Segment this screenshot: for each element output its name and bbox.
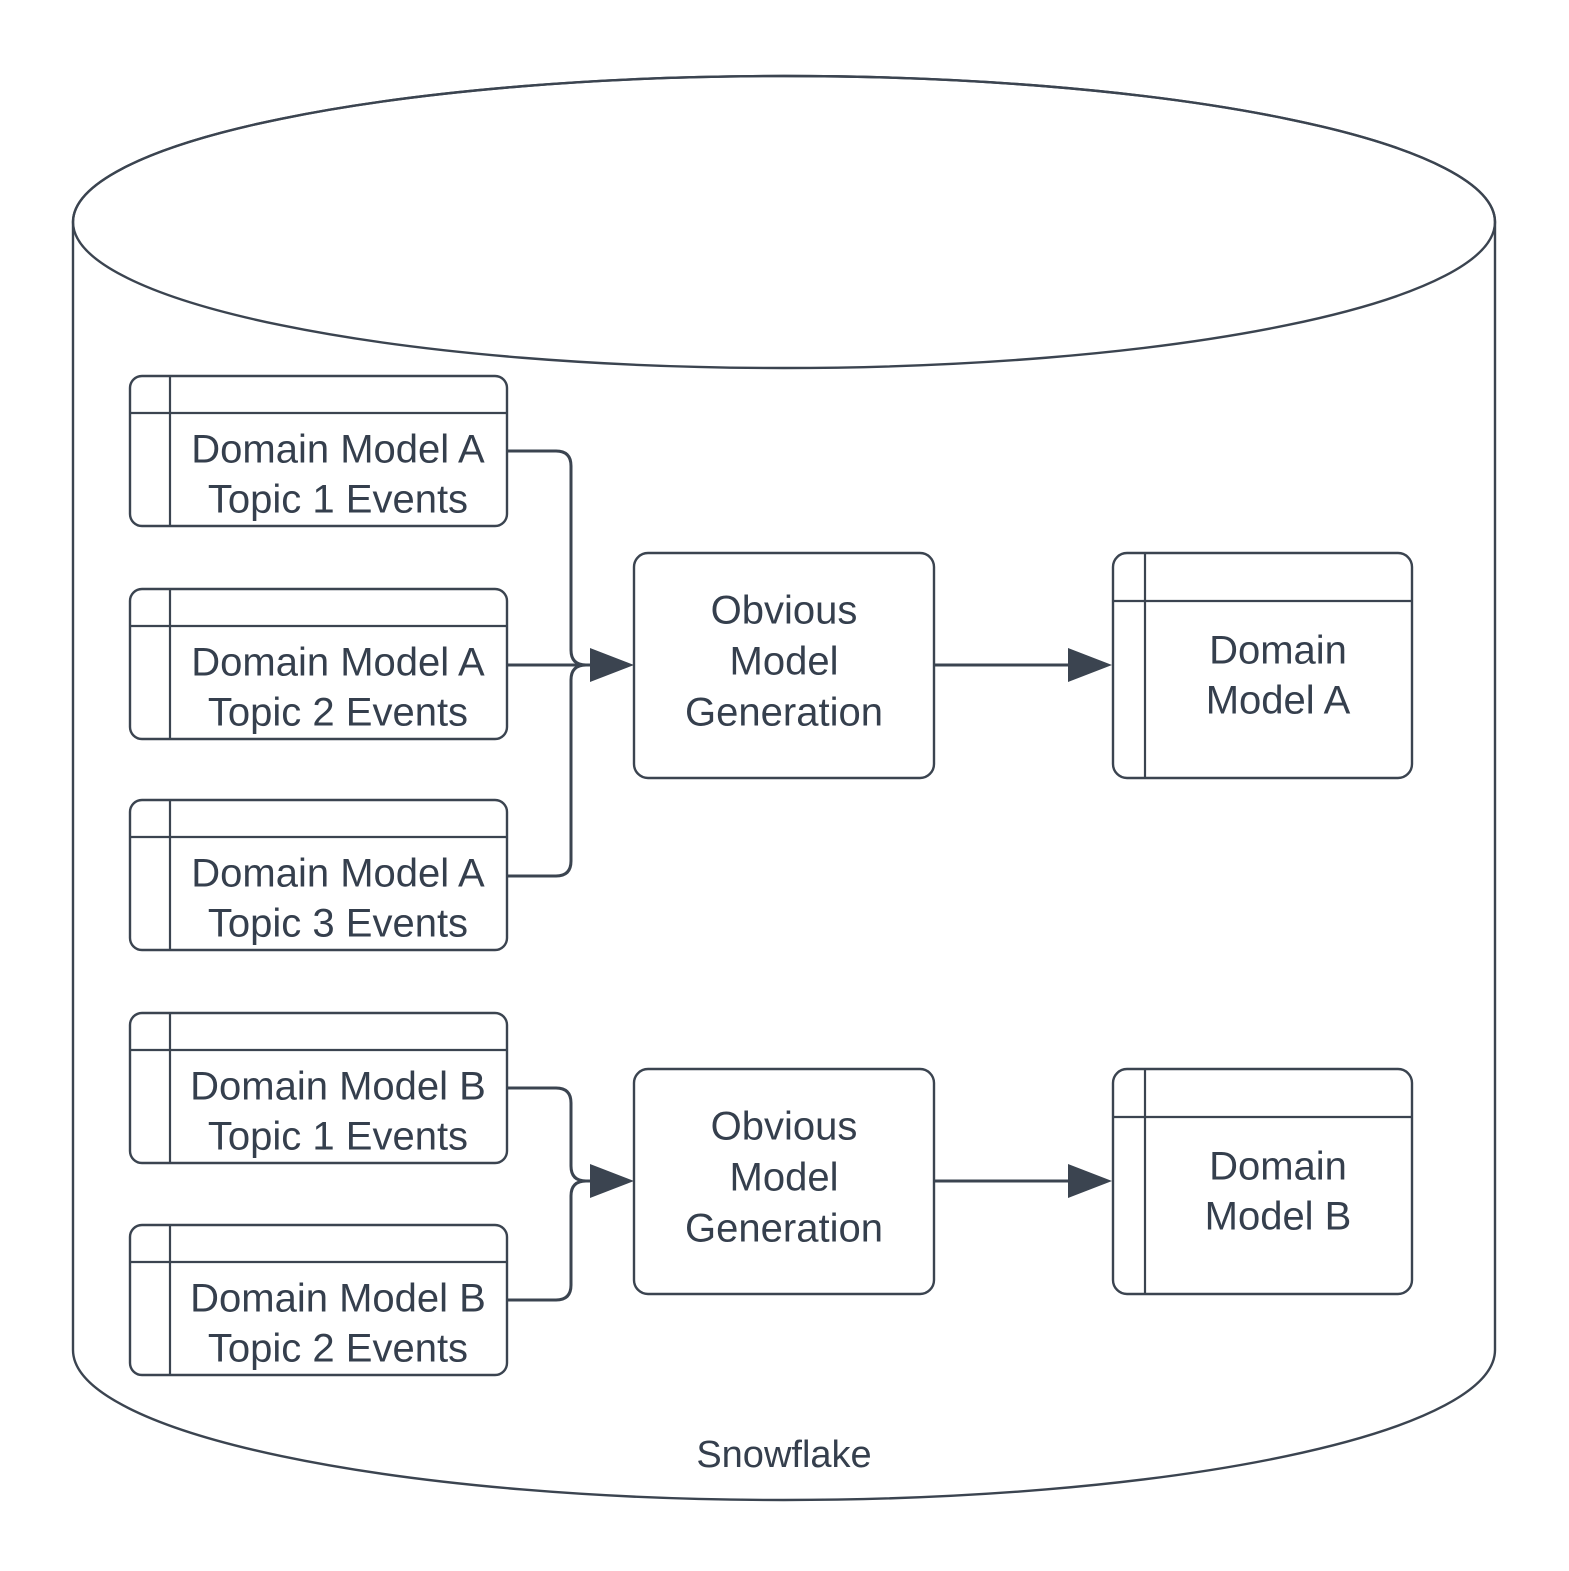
arrowhead-b-into-process	[590, 1164, 634, 1198]
node-b-process[interactable]: Obvious Model Generation	[632, 1067, 936, 1296]
table-dividers	[130, 589, 507, 739]
node-label-line2: Topic 2 Events	[208, 1327, 468, 1371]
node-a-output[interactable]: Domain Model A	[1111, 551, 1414, 780]
table-dividers	[130, 376, 507, 526]
connector-b-topic2	[507, 1179, 600, 1302]
connector-a-topic3	[507, 663, 600, 878]
node-b-topic1[interactable]: Domain Model B Topic 1 Events	[128, 1011, 509, 1165]
node-a-process[interactable]: Obvious Model Generation	[632, 551, 936, 780]
process-label-line3: Generation	[685, 691, 883, 735]
process-label-line1: Obvious	[711, 589, 858, 633]
node-label-line2: Topic 1 Events	[208, 1115, 468, 1159]
cylinder-top-ellipse	[71, 74, 1497, 370]
table-dividers	[130, 1225, 507, 1375]
table-dividers	[130, 1013, 507, 1163]
arrowhead-a-into-process	[590, 648, 634, 682]
node-label-line1: Domain Model A	[191, 852, 485, 896]
container-label: Snowflake	[696, 1434, 871, 1476]
node-a-topic1[interactable]: Domain Model A Topic 1 Events	[128, 374, 509, 528]
node-label-line1: Domain Model A	[191, 641, 485, 685]
process-shape	[632, 1067, 936, 1296]
table-dividers	[1113, 553, 1412, 778]
process-shape	[632, 551, 936, 780]
output-label-line1: Domain	[1209, 1145, 1347, 1189]
process-label-line2: Model	[730, 1156, 839, 1200]
process-label-line1: Obvious	[711, 1105, 858, 1149]
output-label-line1: Domain	[1209, 629, 1347, 673]
node-b-topic2[interactable]: Domain Model B Topic 2 Events	[128, 1223, 509, 1377]
table-shape	[1111, 551, 1414, 780]
process-label-line2: Model	[730, 640, 839, 684]
node-label-line2: Topic 3 Events	[208, 902, 468, 946]
arrowhead-b-into-output	[1068, 1164, 1112, 1198]
table-dividers	[1113, 1069, 1412, 1294]
table-shape	[1111, 1067, 1414, 1296]
connectors-group-b	[507, 1086, 1112, 1302]
connectors-group-a	[507, 449, 1112, 878]
output-label-line2: Model A	[1206, 679, 1351, 723]
node-label-line1: Domain Model B	[190, 1065, 486, 1109]
node-a-topic3[interactable]: Domain Model A Topic 3 Events	[128, 798, 509, 952]
node-label-line2: Topic 2 Events	[208, 691, 468, 735]
connector-b-topic1	[507, 1086, 600, 1183]
output-label-line2: Model B	[1205, 1195, 1352, 1239]
arrowhead-a-into-output	[1068, 648, 1112, 682]
node-a-topic2[interactable]: Domain Model A Topic 2 Events	[128, 587, 509, 741]
node-b-output[interactable]: Domain Model B	[1111, 1067, 1414, 1296]
process-label-line3: Generation	[685, 1207, 883, 1251]
node-label-line2: Topic 1 Events	[208, 478, 468, 522]
node-label-line1: Domain Model B	[190, 1277, 486, 1321]
node-label-line1: Domain Model A	[191, 428, 485, 472]
table-dividers	[130, 800, 507, 950]
